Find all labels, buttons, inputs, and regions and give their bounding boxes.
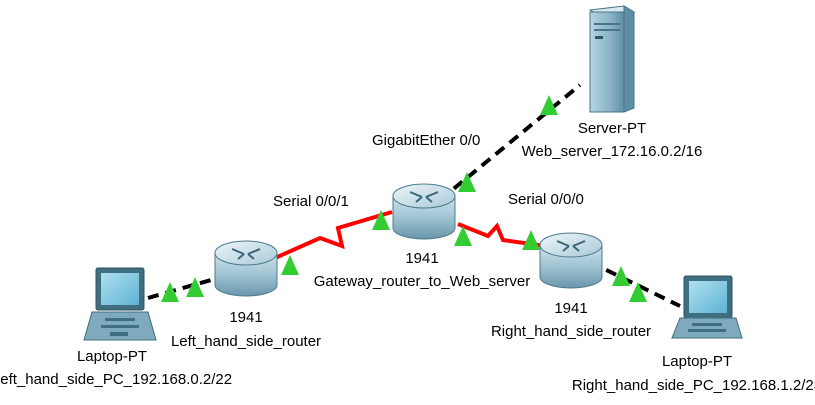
gateway-router-device[interactable]: 1941 Gateway_router_to_Web_server bbox=[314, 183, 531, 290]
router-icon bbox=[539, 232, 603, 289]
right-router-name-label: Right_hand_side_router bbox=[491, 323, 651, 340]
left-laptop-device[interactable]: Laptop-PT Left_hand_side_PC_192.168.0.2/… bbox=[0, 267, 232, 388]
right-laptop-name-label: Right_hand_side_PC_192.168.1.2/23 bbox=[572, 377, 815, 394]
link-left-laptop-router bbox=[147, 274, 226, 300]
server-name-label: Web_server_172.16.0.2/16 bbox=[522, 143, 703, 160]
link-up-indicator bbox=[372, 210, 390, 230]
link-up-indicator bbox=[458, 172, 476, 192]
laptop-icon bbox=[83, 267, 157, 341]
left-router-name-label: Left_hand_side_router bbox=[171, 333, 321, 350]
left-laptop-name-label: Left_hand_side_PC_192.168.0.2/22 bbox=[0, 371, 232, 388]
router-icon bbox=[392, 183, 456, 240]
server-device[interactable]: Server-PT Web_server_172.16.0.2/16 bbox=[522, 5, 703, 160]
interface-label-serial-001: Serial 0/0/1 bbox=[273, 193, 349, 210]
right-laptop-device[interactable]: Laptop-PT Right_hand_side_PC_192.168.1.2… bbox=[572, 275, 815, 394]
right-router-model-label: 1941 bbox=[554, 300, 587, 317]
left-laptop-type-label: Laptop-PT bbox=[77, 348, 147, 365]
link-status-indicators bbox=[161, 95, 647, 302]
right-router-device[interactable]: 1941 Right_hand_side_router bbox=[491, 232, 651, 340]
interface-label-gigabit: GigabitEther 0/0 bbox=[372, 132, 480, 149]
link-up-indicator bbox=[629, 282, 647, 302]
link-up-indicator bbox=[161, 282, 179, 302]
link-gateway-server bbox=[438, 83, 582, 202]
link-serial-left-gateway bbox=[274, 210, 393, 260]
left-router-device[interactable]: 1941 Left_hand_side_router bbox=[171, 240, 321, 350]
link-up-indicator bbox=[522, 230, 540, 250]
interface-label-serial-000: Serial 0/0/0 bbox=[508, 191, 584, 208]
server-type-label: Server-PT bbox=[578, 120, 646, 137]
right-laptop-type-label: Laptop-PT bbox=[662, 353, 732, 370]
link-serial-gateway-right bbox=[457, 222, 546, 248]
link-up-indicator bbox=[281, 255, 299, 275]
router-icon bbox=[214, 240, 278, 297]
server-icon bbox=[588, 5, 636, 113]
links bbox=[147, 83, 681, 308]
link-up-indicator bbox=[186, 277, 204, 297]
laptop-icon bbox=[671, 275, 743, 339]
left-router-model-label: 1941 bbox=[229, 309, 262, 326]
gateway-router-name-label: Gateway_router_to_Web_server bbox=[314, 273, 531, 290]
link-up-indicator bbox=[612, 266, 630, 286]
link-up-indicator bbox=[454, 226, 472, 246]
gateway-router-model-label: 1941 bbox=[405, 250, 438, 267]
link-up-indicator bbox=[540, 95, 558, 115]
